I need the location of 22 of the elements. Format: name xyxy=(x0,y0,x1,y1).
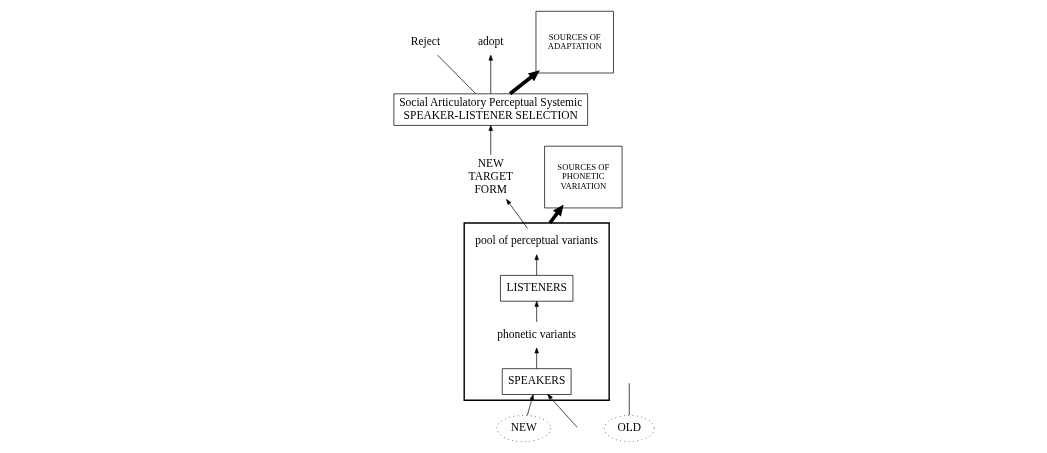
node-box: SPEAKERS xyxy=(501,368,571,395)
arrow xyxy=(508,70,540,96)
node-text: Reject xyxy=(410,34,440,47)
arrow xyxy=(534,301,539,323)
node-box: Social Articulatory Perceptual Systemic SPEAKER-LISTENER SELECTION xyxy=(393,93,588,126)
arrow xyxy=(488,125,493,156)
arrow xyxy=(546,394,577,428)
arrow xyxy=(505,199,528,229)
node-box: SOURCES OF PHONETIC VARIATION xyxy=(543,145,622,209)
node-text: phonetic variants xyxy=(496,327,576,340)
connector xyxy=(436,54,476,94)
arrow xyxy=(488,54,493,94)
node-text: adopt xyxy=(477,34,503,47)
node-box: LISTENERS xyxy=(499,275,573,302)
node-ellipse: OLD xyxy=(603,415,655,442)
arrow xyxy=(526,394,534,416)
node-ellipse: NEW xyxy=(496,415,551,442)
node-box: SOURCES OF ADAPTATION xyxy=(535,10,614,74)
node-text: NEW TARGET FORM xyxy=(468,156,513,195)
node-text: pool of perceptual variants xyxy=(474,234,598,247)
arrow xyxy=(534,254,539,276)
arrow xyxy=(534,347,539,369)
